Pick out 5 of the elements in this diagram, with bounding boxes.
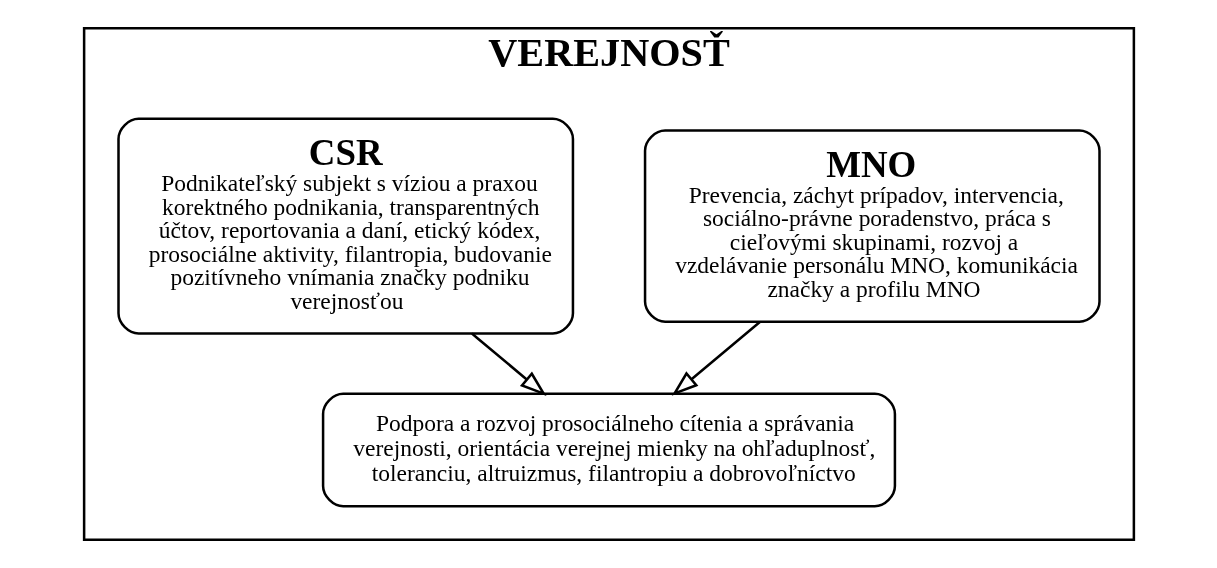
node-box: MNO Prevencia, záchyt prípadov, intervencia, sociálno-právne poradenstvo, práca s cieľovými skupinami, rozvoj a vzdelávanie personálu MNO, komunikácia značky a profilu MNO (643, 129, 1101, 323)
arrow (671, 321, 761, 396)
arrow (470, 332, 547, 397)
node-box: Podpora a rozvoj prosociálneho cítenia a správania verejnosti, orientácia verejnej mienky na ohľaduplnosť, toleranciu, altruizmus, filantropiu a dobrovoľníctvo (321, 392, 896, 508)
node-box: CSR Podnikateľský subjekt s víziou a praxou korektného podnikania, transparentných účtov, reportovania a daní, etický kódex, prosociálne aktivity, filantropia, budovanie pozitívneho vnímania značky podniku verejnosťou (116, 117, 574, 335)
